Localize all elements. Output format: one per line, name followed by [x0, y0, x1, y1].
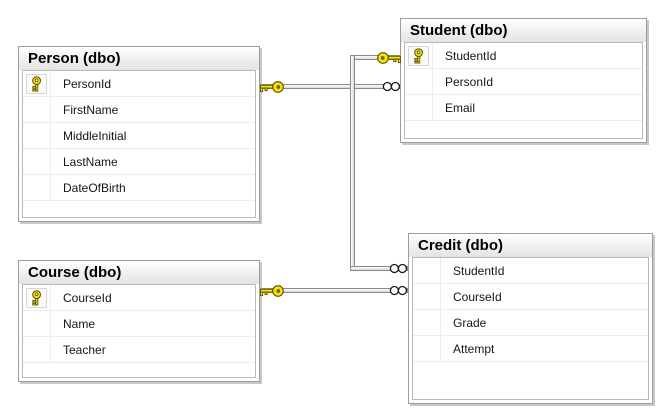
primary-key-icon	[26, 73, 47, 94]
pk-cell[interactable]	[405, 43, 433, 68]
column-row[interactable]: StudentId	[405, 43, 642, 69]
column-name: MiddleInitial	[63, 128, 127, 143]
column-name: CourseId	[63, 290, 112, 305]
column-name: Attempt	[453, 341, 495, 356]
column-row[interactable]: FirstName	[23, 97, 255, 123]
row-selector-cell[interactable]	[23, 149, 51, 174]
column-name: FirstName	[63, 102, 119, 117]
column-name: CourseId	[453, 289, 502, 304]
row-selector-cell[interactable]	[23, 97, 51, 122]
row-selector-cell[interactable]	[405, 95, 433, 120]
row-selector-cell[interactable]	[413, 336, 441, 361]
row-selector-cell[interactable]	[405, 69, 433, 94]
column-name: Email	[445, 100, 476, 115]
row-selector-cell[interactable]	[413, 284, 441, 309]
primary-key-icon	[32, 75, 41, 91]
column-row[interactable]: CourseId	[23, 285, 255, 311]
column-row[interactable]: Email	[405, 95, 642, 121]
table-title-person[interactable]: Person (dbo)	[19, 47, 259, 70]
column-row[interactable]: StudentId	[413, 258, 648, 284]
column-name: StudentId	[445, 48, 497, 63]
one-end-key-icon[interactable]	[259, 80, 285, 94]
row-selector-cell[interactable]	[23, 337, 51, 362]
column-row[interactable]: DateOfBirth	[23, 175, 255, 201]
table-title-course[interactable]: Course (dbo)	[19, 261, 259, 284]
column-row[interactable]: Attempt	[413, 336, 648, 362]
primary-key-icon	[414, 47, 423, 63]
column-row[interactable]: CourseId	[413, 284, 648, 310]
column-row[interactable]: Teacher	[23, 337, 255, 363]
one-end-key-icon[interactable]	[259, 284, 285, 298]
one-end-key-icon[interactable]	[376, 51, 402, 65]
primary-key-icon	[32, 289, 41, 305]
relationship-line-student-credit-bottom[interactable]	[350, 266, 408, 271]
column-row[interactable]: MiddleInitial	[23, 123, 255, 149]
row-selector-cell[interactable]	[23, 123, 51, 148]
row-selector-cell[interactable]	[413, 258, 441, 283]
column-name: PersonId	[445, 74, 494, 89]
primary-key-icon	[408, 45, 429, 66]
pk-cell[interactable]	[23, 285, 51, 310]
relationship-line-student-credit-vertical[interactable]	[350, 55, 355, 271]
column-name: Teacher	[63, 342, 106, 357]
column-row[interactable]: PersonId	[23, 71, 255, 97]
primary-key-icon	[26, 287, 47, 308]
row-selector-cell[interactable]	[23, 311, 51, 336]
column-name: StudentId	[453, 263, 505, 278]
column-name: PersonId	[63, 76, 112, 91]
many-end-infinity-icon[interactable]	[382, 81, 401, 92]
row-selector-cell[interactable]	[23, 175, 51, 200]
pk-cell[interactable]	[23, 71, 51, 96]
column-row[interactable]: PersonId	[405, 69, 642, 95]
table-title-student[interactable]: Student (dbo)	[401, 19, 646, 42]
column-name: Name	[63, 316, 96, 331]
column-name: DateOfBirth	[63, 180, 126, 195]
column-name: Grade	[453, 315, 487, 330]
column-row[interactable]: Grade	[413, 310, 648, 336]
row-selector-cell[interactable]	[413, 310, 441, 335]
many-end-infinity-icon[interactable]	[389, 263, 408, 274]
table-title-credit[interactable]: Credit (dbo)	[409, 234, 652, 257]
column-name: LastName	[63, 154, 118, 169]
column-row[interactable]: LastName	[23, 149, 255, 175]
many-end-infinity-icon[interactable]	[389, 285, 408, 296]
column-row[interactable]: Name	[23, 311, 255, 337]
